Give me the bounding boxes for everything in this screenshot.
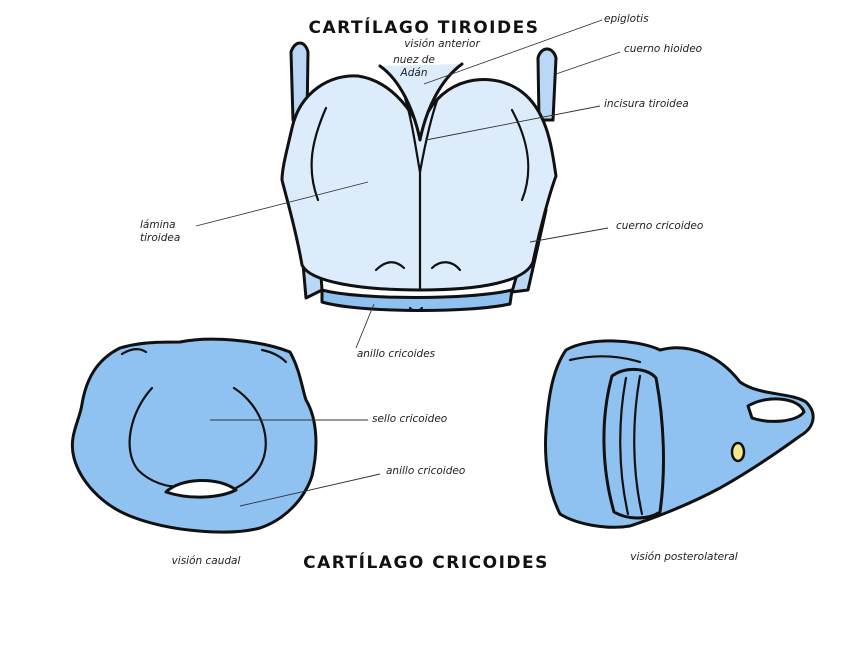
thyroid-facet bbox=[730, 441, 746, 463]
left-tubercle bbox=[374, 261, 406, 272]
lamina-label-line2: tiroidea bbox=[140, 232, 180, 244]
ring-midline-mark bbox=[408, 306, 424, 313]
cricoid-posterolateral-drawing bbox=[544, 339, 815, 529]
thyroid-view-label: visión anterior bbox=[404, 38, 480, 50]
cricoid-title: CARTÍLAGO CRICOIDES bbox=[303, 551, 549, 573]
cricoid-ring-label: anillo cricoides bbox=[357, 348, 436, 360]
adam-label-line2: Adán bbox=[400, 67, 428, 79]
cricoid-ring-band bbox=[320, 288, 514, 312]
epiglottis-label: epiglotis bbox=[604, 13, 649, 25]
adam-label-line1: nuez de bbox=[393, 54, 435, 66]
seal-right-contour bbox=[232, 386, 267, 490]
seal-ridge-1 bbox=[619, 376, 630, 516]
thyroid-leader-lines bbox=[195, 19, 621, 349]
ring-arch bbox=[746, 397, 806, 423]
thyroid-cartilage-drawing bbox=[280, 41, 558, 313]
lamina-label-line1: lámina bbox=[140, 219, 176, 231]
cricoid-lumen bbox=[164, 478, 238, 499]
posterolateral-view-label: visión posterolateral bbox=[630, 551, 737, 563]
left-lamina-contour bbox=[310, 106, 328, 202]
right-lamina-contour bbox=[510, 108, 530, 202]
thyroid-title: CARTÍLAGO TIROIDES bbox=[309, 16, 540, 38]
seal-left-contour bbox=[128, 386, 182, 488]
upper-edge-line bbox=[568, 355, 642, 364]
cricoid-horn-label: cuerno cricoideo bbox=[616, 220, 703, 232]
caudal-left-notch bbox=[120, 348, 148, 356]
caudal-right-notch bbox=[260, 348, 288, 364]
seal-label: sello cricoideo bbox=[372, 413, 447, 425]
cricoid-posterolateral-body bbox=[544, 339, 815, 529]
cricoid-caudal-body bbox=[70, 337, 318, 534]
right-hyoid-horn bbox=[536, 47, 558, 122]
thyroid-notch bbox=[403, 96, 440, 173]
cricoid-caudal-leaders bbox=[210, 419, 381, 507]
ring-label: anillo cricoideo bbox=[386, 465, 465, 477]
hyoid-horn-label: cuerno hioideo bbox=[624, 43, 702, 55]
seal-ridge-2 bbox=[633, 374, 644, 516]
notch-label: incisura tiroidea bbox=[604, 98, 689, 110]
right-tubercle bbox=[430, 261, 462, 272]
epiglottis bbox=[378, 62, 464, 142]
cricoid-caudal-drawing bbox=[70, 337, 318, 534]
caudal-view-label: visión caudal bbox=[172, 555, 241, 567]
